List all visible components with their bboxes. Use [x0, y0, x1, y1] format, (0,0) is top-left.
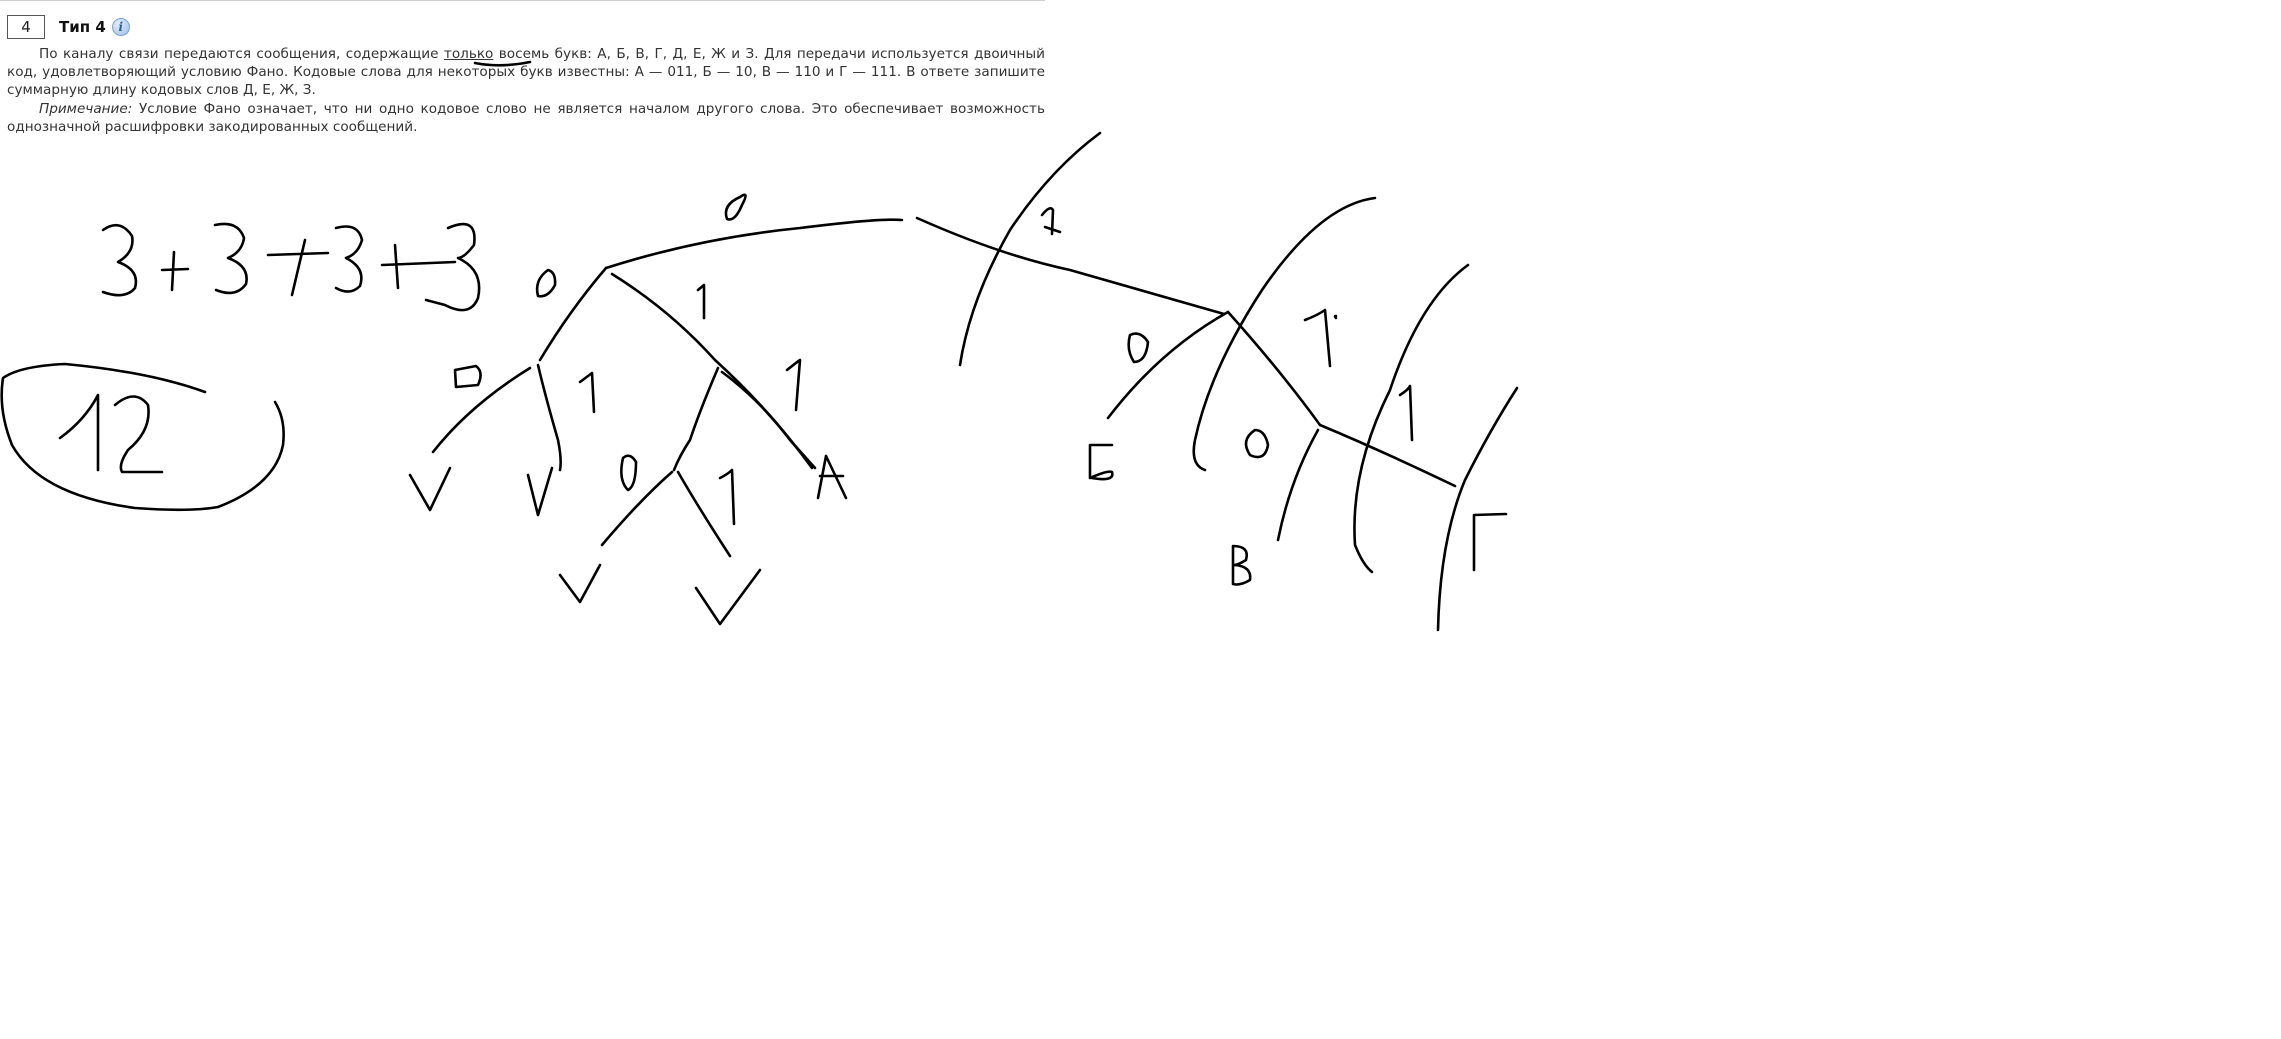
leaf-a: [816, 454, 848, 500]
note-label: Примечание:: [39, 100, 133, 117]
answer-circle: [0, 362, 285, 512]
check-mark: [558, 563, 602, 604]
check-mark: [408, 466, 452, 512]
code-tree: [408, 131, 1519, 632]
check-mark: [526, 466, 554, 517]
task-type-label: Тип 4: [59, 18, 106, 36]
leaf-v: [1231, 544, 1252, 586]
leaf-g: [1472, 512, 1508, 572]
underline-stroke: [473, 60, 532, 67]
check-mark: [694, 568, 762, 626]
task-condition: По каналу связи передаются сообщения, со…: [7, 46, 1045, 99]
sum-expression: [101, 222, 481, 312]
top-divider: [0, 0, 1045, 1]
task-number-box: 4: [7, 15, 45, 39]
leaf-b: [1088, 443, 1114, 481]
task-statement: По каналу связи передаются сообщения, со…: [7, 45, 1045, 136]
task-header: 4 Тип 4 i: [7, 14, 130, 40]
task-note: Примечание: Условие Фано означает, что н…: [7, 100, 1045, 135]
info-icon[interactable]: i: [111, 18, 130, 36]
